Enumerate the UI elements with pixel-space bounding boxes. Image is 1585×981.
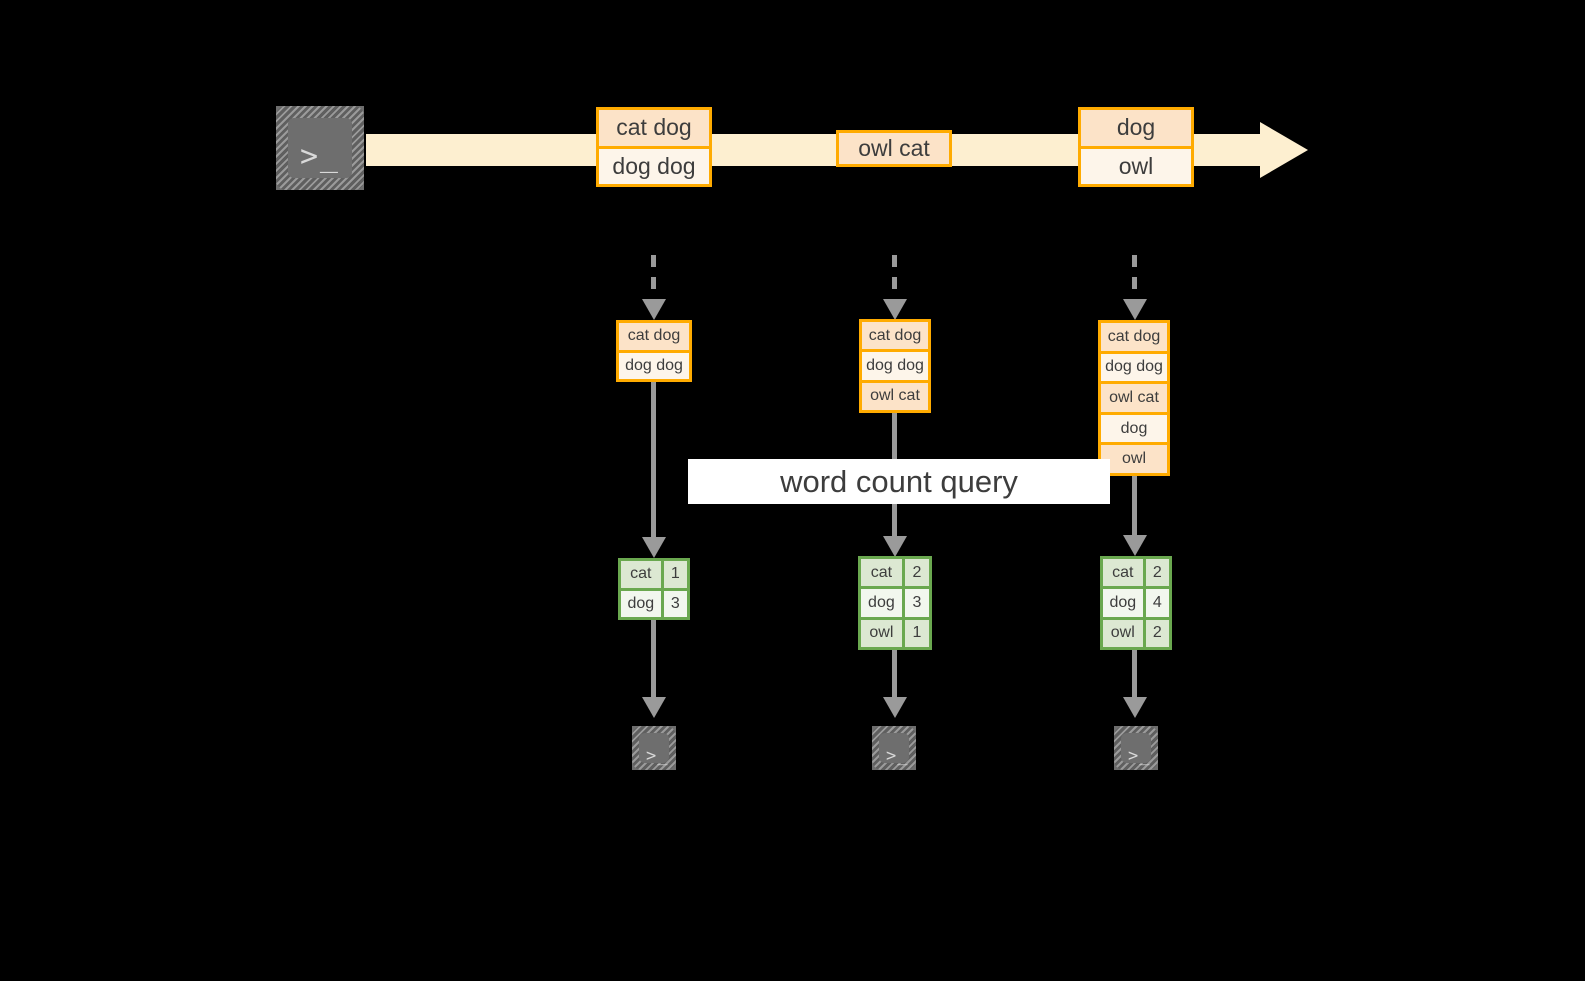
stream-event-2[interactable]: owl cat (836, 130, 952, 167)
connector-snapshot-3-to-result-3 (1122, 476, 1147, 556)
table-row: dog 4 (1103, 586, 1169, 617)
result-3[interactable]: cat 2 dog 4 owl 2 (1100, 556, 1172, 650)
connector-snapshot-1-to-result-1 (641, 382, 666, 558)
connector-line (1132, 476, 1137, 535)
connector-line (651, 255, 656, 299)
terminal-prompt-glyph: >_ (646, 746, 669, 766)
table-row: owl 2 (1103, 616, 1169, 647)
connector-result-2-to-sink-2 (882, 650, 907, 718)
terminal-prompt-glyph: >_ (300, 139, 340, 174)
table-cell-count: 3 (901, 589, 929, 617)
snapshot-row: cat dog (1101, 323, 1167, 351)
table-cell-count: 1 (660, 561, 687, 588)
snapshot-row: owl (1101, 442, 1167, 473)
table-cell-count: 4 (1142, 589, 1169, 617)
connector-arrowhead-icon (1122, 299, 1147, 320)
terminal-body (879, 733, 909, 763)
terminal-body (639, 733, 669, 763)
stream-event-1[interactable]: cat dog dog dog (596, 107, 712, 187)
table-cell-word: dog (621, 590, 661, 617)
table-row: cat 1 (621, 561, 687, 588)
table-cell-word: cat (621, 561, 661, 588)
snapshot-1[interactable]: cat dog dog dog (616, 320, 692, 382)
table-cell-word: owl (861, 619, 902, 647)
connector-arrowhead-icon (641, 537, 666, 558)
snapshot-row: dog dog (619, 349, 689, 379)
snapshot-row: owl cat (862, 379, 928, 410)
terminal-prompt-glyph: >_ (1128, 746, 1151, 766)
table-row: dog 3 (861, 586, 929, 617)
connector-line (892, 255, 897, 299)
table-cell-word: dog (1103, 589, 1143, 617)
connector-line (1132, 650, 1137, 697)
connector-line (651, 620, 656, 697)
snapshot-row: owl cat (1101, 381, 1167, 412)
table-cell-count: 1 (901, 619, 929, 647)
stream-event-row: dog (1081, 110, 1191, 146)
connector-arrowhead-icon (882, 536, 907, 557)
connector-arrowhead-icon (641, 299, 666, 320)
snapshot-row: dog dog (1101, 350, 1167, 382)
stream-arrowhead-icon (1260, 122, 1308, 178)
table-cell-word: cat (1103, 559, 1143, 587)
stream-event-row: owl (1081, 145, 1191, 184)
query-label: word count query (688, 459, 1110, 504)
connector-stream-to-snapshot-3 (1122, 255, 1147, 320)
sink-terminal-2: >_ (862, 716, 926, 780)
snapshot-row: cat dog (862, 322, 928, 350)
connector-stream-to-snapshot-2 (882, 255, 907, 320)
table-row: owl 1 (861, 616, 929, 647)
snapshot-2[interactable]: cat dog dog dog owl cat (859, 319, 931, 413)
connector-arrowhead-icon (1122, 535, 1147, 556)
terminal-body (1121, 733, 1151, 763)
sink-terminal-1: >_ (622, 716, 686, 780)
table-row: cat 2 (861, 559, 929, 587)
table-cell-word: cat (861, 559, 902, 587)
connector-line (1132, 255, 1137, 299)
table-cell-count: 2 (1142, 559, 1169, 587)
table-row: cat 2 (1103, 559, 1169, 587)
sink-terminal-3: >_ (1104, 716, 1168, 780)
connector-result-1-to-sink-1 (641, 620, 666, 718)
table-row: dog 3 (621, 587, 687, 617)
connector-line (651, 382, 656, 537)
connector-result-3-to-sink-3 (1122, 650, 1147, 718)
connector-line (892, 650, 897, 697)
stream-event-row: owl cat (839, 133, 949, 164)
connector-arrowhead-icon (1122, 697, 1147, 718)
table-cell-word: owl (1103, 619, 1143, 647)
table-cell-count: 2 (901, 559, 929, 587)
source-terminal-icon: >_ (266, 96, 374, 200)
terminal-prompt-glyph: >_ (886, 746, 909, 766)
stream-event-row: dog dog (599, 145, 709, 184)
table-cell-count: 3 (660, 590, 687, 617)
connector-stream-to-snapshot-1 (641, 255, 666, 320)
result-2[interactable]: cat 2 dog 3 owl 1 (858, 556, 932, 650)
snapshot-row: cat dog (619, 323, 689, 350)
table-cell-count: 2 (1142, 619, 1169, 647)
connector-arrowhead-icon (882, 299, 907, 320)
snapshot-3[interactable]: cat dog dog dog owl cat dog owl (1098, 320, 1170, 476)
terminal-body (288, 118, 352, 178)
snapshot-row: dog dog (862, 349, 928, 380)
connector-arrowhead-icon (641, 697, 666, 718)
stream-event-3[interactable]: dog owl (1078, 107, 1194, 187)
snapshot-row: dog (1101, 411, 1167, 443)
connector-arrowhead-icon (882, 697, 907, 718)
stream-event-row: cat dog (599, 110, 709, 146)
table-cell-word: dog (861, 589, 902, 617)
result-1[interactable]: cat 1 dog 3 (618, 558, 690, 620)
